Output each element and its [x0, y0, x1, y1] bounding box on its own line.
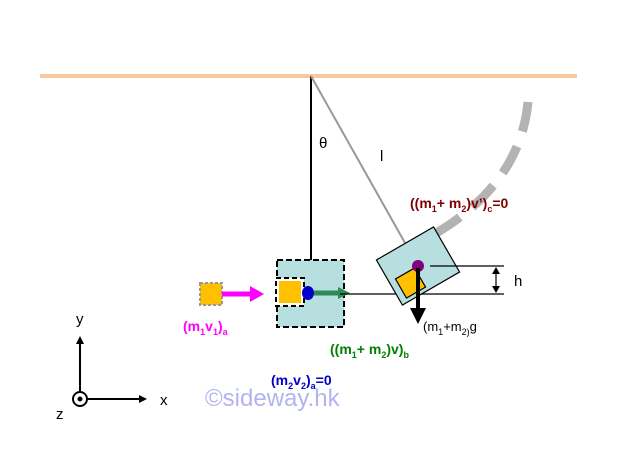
- swung-block-center: [412, 260, 424, 272]
- coordinate-axes: y x z: [56, 311, 168, 423]
- length-label: l: [380, 148, 383, 165]
- h-dimension-arrowhead-top: [492, 267, 500, 274]
- block-initial-momentum-label: (m2v2)a=0: [271, 372, 332, 391]
- embedded-bullet: [279, 281, 301, 303]
- swing-arc: [383, 101, 533, 263]
- axis-x-label: x: [160, 392, 168, 409]
- axis-y-label: y: [76, 311, 84, 328]
- theta-label: θ: [319, 135, 327, 152]
- h-dimension-arrowhead-bottom: [492, 286, 500, 293]
- combined-velocity-arrowhead: [338, 287, 350, 299]
- weight-arrowhead: [410, 308, 426, 324]
- initial-bullet-momentum-label: (m1v1)a: [183, 318, 229, 337]
- block-center-marker: [302, 286, 314, 300]
- top-position-momentum-label: ((m1+ m2)v’)c=0: [410, 195, 509, 214]
- incoming-bullet: [199, 282, 223, 306]
- h-label: h: [514, 273, 522, 290]
- after-impact-momentum-label: ((m1+ m2)v)b: [330, 341, 409, 360]
- watermark: ©sideway.hk: [205, 385, 341, 412]
- axis-z-label: z: [56, 406, 64, 423]
- weight-label: (m1+m2)g: [423, 319, 477, 337]
- z-axis-dot: [77, 396, 83, 402]
- bullet-velocity-arrowhead: [250, 286, 264, 302]
- inclined-string: [310, 75, 419, 267]
